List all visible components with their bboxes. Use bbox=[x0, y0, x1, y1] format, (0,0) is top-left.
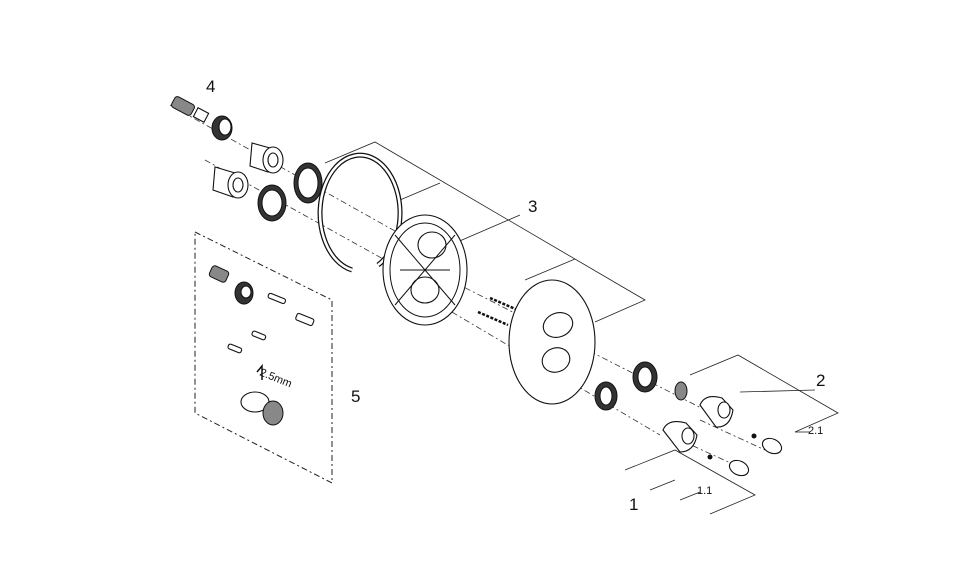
callout-5: 5 bbox=[351, 387, 360, 406]
callout-labels: 4 3 5 2 2.1 1 1.1 2.5mm bbox=[206, 77, 825, 514]
callout-4: 4 bbox=[206, 77, 215, 96]
service-kit-box bbox=[194, 231, 333, 484]
callout-1-1: 1.1 bbox=[697, 485, 712, 497]
callout-3: 3 bbox=[528, 197, 537, 216]
tool-size-label: 2.5mm bbox=[258, 367, 294, 391]
handles-and-rings bbox=[594, 361, 783, 477]
callout-2-1: 2.1 bbox=[808, 425, 823, 437]
callout-2: 2 bbox=[816, 371, 825, 390]
part-4-cartridge bbox=[171, 96, 233, 141]
escutcheon-plate bbox=[508, 279, 596, 405]
sleeves-and-o-rings bbox=[212, 142, 323, 222]
mounting-plate bbox=[382, 214, 468, 326]
leader-lines bbox=[324, 141, 839, 515]
callout-1: 1 bbox=[629, 495, 638, 514]
